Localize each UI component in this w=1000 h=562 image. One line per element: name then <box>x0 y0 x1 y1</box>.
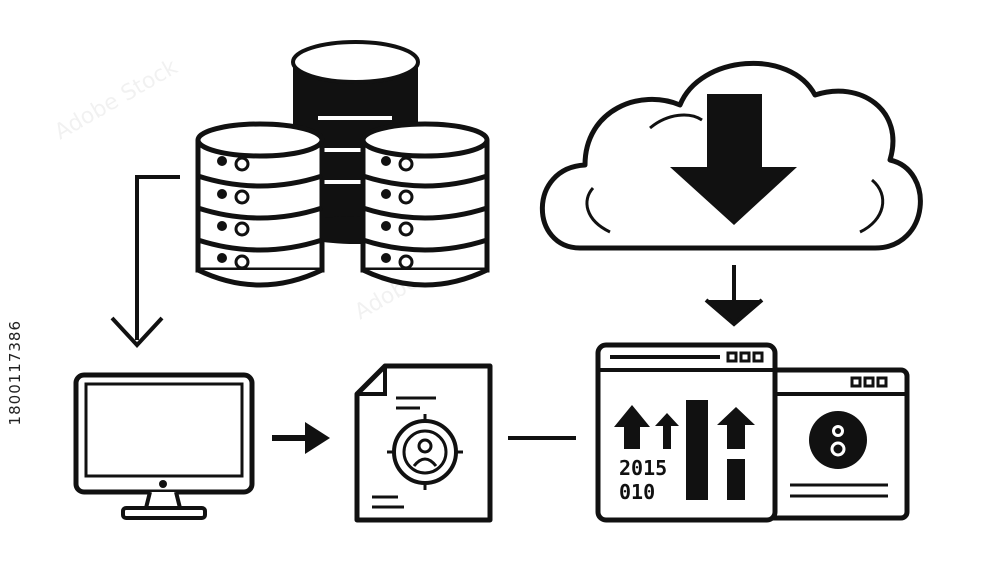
desktop-monitor-icon <box>73 372 255 520</box>
browser-window-back <box>752 367 910 521</box>
svg-text:Adobe Stock: Adobe Stock <box>51 55 183 146</box>
cloud-download-icon <box>539 60 923 251</box>
cloud-to-browser-arrow <box>704 265 764 327</box>
download-arrow-icon <box>670 94 797 225</box>
database-to-monitor-arrow <box>110 175 180 348</box>
database-servers-icon <box>195 40 490 288</box>
user-profile-icon <box>809 411 867 469</box>
monitor-to-document-arrow <box>272 422 330 454</box>
browser-window-front: 2015 010 <box>595 342 778 523</box>
chart-number-label: 010 <box>619 480 655 504</box>
database-stack-right <box>360 121 490 288</box>
document-target-icon <box>354 363 493 523</box>
database-stack-left <box>195 121 325 288</box>
growth-chart-icon: 2015 010 <box>614 400 755 504</box>
target-user-icon <box>387 414 463 490</box>
chart-year-label: 2015 <box>619 456 667 480</box>
